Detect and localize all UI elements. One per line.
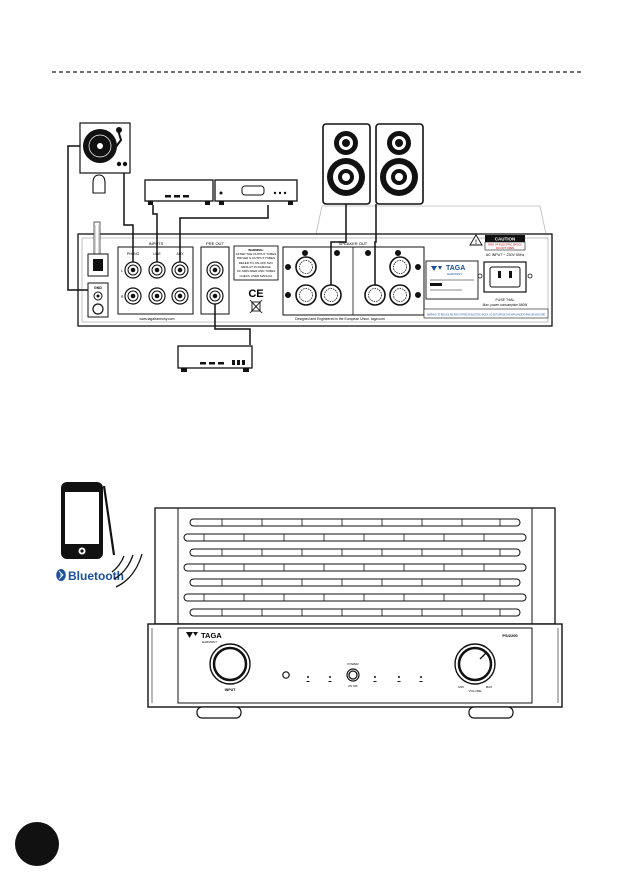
tube-warning-box (233, 245, 279, 281)
ac-input-label: AC INPUT ~ 230V 50Hz (486, 253, 525, 257)
bluetooth-icon (56, 569, 66, 581)
volume-min-label: MIN (458, 685, 464, 689)
volume-knob[interactable] (454, 643, 496, 685)
cage-slots (183, 518, 527, 617)
caution-label: ! CAUTION RISK OF ELECTRIC SHOCK DO NOT … (469, 234, 526, 251)
speaker-out-label: SPEAKER OUT (339, 241, 368, 246)
front-brand-name: TAGA (201, 631, 222, 640)
speaker-out-section (282, 246, 425, 316)
tuner-icon (214, 179, 298, 205)
warning-strip (423, 308, 549, 319)
channel-left-label: L (121, 269, 123, 273)
volume-max-label: MAX (486, 685, 493, 689)
status-indicator (282, 671, 290, 679)
amplifier-front-view: TAGA HARMONY PS/2200 INPUT POWER ON OFF (147, 507, 563, 719)
cd-player-icon (144, 179, 214, 205)
rear-brand-name: TAGA (446, 265, 465, 272)
bluetooth-label: Bluetooth (68, 569, 124, 583)
website-text: www.tagaharmony.com (140, 317, 175, 321)
tube-warning-text: WARNING: AFTER THE OUTPUT TUBES DRIVER &… (236, 248, 277, 278)
fuse-label: FUSE T4AL (495, 298, 514, 302)
power-consumption-label: Max. power consumption 840W (483, 303, 528, 307)
connection-cables (67, 145, 377, 345)
svg-text:CAUTION: CAUTION (495, 237, 516, 242)
power-state-label: ON OFF (348, 684, 358, 688)
gnd-label: GND (94, 286, 102, 290)
power-label: POWER (347, 662, 359, 666)
weee-bin-icon (249, 299, 263, 314)
svg-text:!: ! (475, 240, 477, 246)
svg-text:RESULT IN DAMAGE: RESULT IN DAMAGE (241, 265, 270, 269)
amplifier-rear-panel: GND INPUTS PHONO LINE AUX L R www.tagaha… (77, 205, 553, 327)
input-selector-knob[interactable] (209, 643, 251, 685)
input-label: INPUT (225, 688, 237, 692)
ce-mark: CE (248, 288, 263, 300)
svg-text:WARNING:: WARNING: (248, 248, 264, 252)
rear-brand-sub: HARMONY (447, 272, 462, 276)
amplifier-feet (196, 706, 514, 719)
front-taga-logo-icon (186, 632, 198, 638)
model-label: PS/2200 (502, 633, 518, 638)
ground-plug-icon (92, 174, 106, 194)
svg-text:OF AMPLIFIER AND TUBES: OF AMPLIFIER AND TUBES (237, 269, 275, 273)
rca-jacks-pre-out (206, 261, 224, 305)
taga-logo-icon (431, 266, 442, 271)
page-number-badge (15, 822, 59, 866)
turntable-icon (79, 122, 131, 174)
smartphone-icon (61, 482, 103, 559)
wireless-signal-icon (111, 553, 143, 588)
tube-status-leds (306, 676, 423, 682)
power-button[interactable] (346, 668, 360, 682)
svg-text:DRIVER & OUTPUT TUBES: DRIVER & OUTPUT TUBES (237, 256, 275, 260)
left-speaker-icon (322, 123, 371, 205)
inputs-label: INPUTS (149, 241, 164, 246)
svg-text:RISK OF ELECTRIC SHOCK: RISK OF ELECTRIC SHOCK (488, 243, 522, 247)
right-speaker-icon (375, 123, 424, 205)
channel-right-label: R (121, 295, 124, 299)
svg-text:DO NOT OPEN: DO NOT OPEN (496, 246, 514, 250)
designed-text: Designed and Engineered in the European … (295, 317, 385, 321)
power-amplifier-icon (177, 345, 253, 372)
svg-text:AFTER THE OUTPUT TUBES: AFTER THE OUTPUT TUBES (236, 252, 277, 256)
svg-text:CHECK USER MANUAL: CHECK USER MANUAL (239, 274, 272, 278)
pre-out-label: PRE OUT (206, 241, 224, 246)
rca-jacks-inputs (124, 261, 189, 305)
speaker-terminals (285, 250, 421, 306)
inputs-section (117, 246, 194, 315)
antenna-icon (87, 221, 109, 277)
svg-text:REFER TO ON-OFF MAY: REFER TO ON-OFF MAY (239, 261, 274, 265)
volume-label: VOLUME (469, 689, 482, 693)
svg-text:WARNING: TO REDUCE THE RISK OF: WARNING: TO REDUCE THE RISK OF FIRE OR E… (427, 314, 545, 317)
front-brand-sub: HARMONY (202, 640, 217, 644)
cage-slot-dividers (203, 519, 501, 616)
stylus-icon (102, 485, 116, 556)
